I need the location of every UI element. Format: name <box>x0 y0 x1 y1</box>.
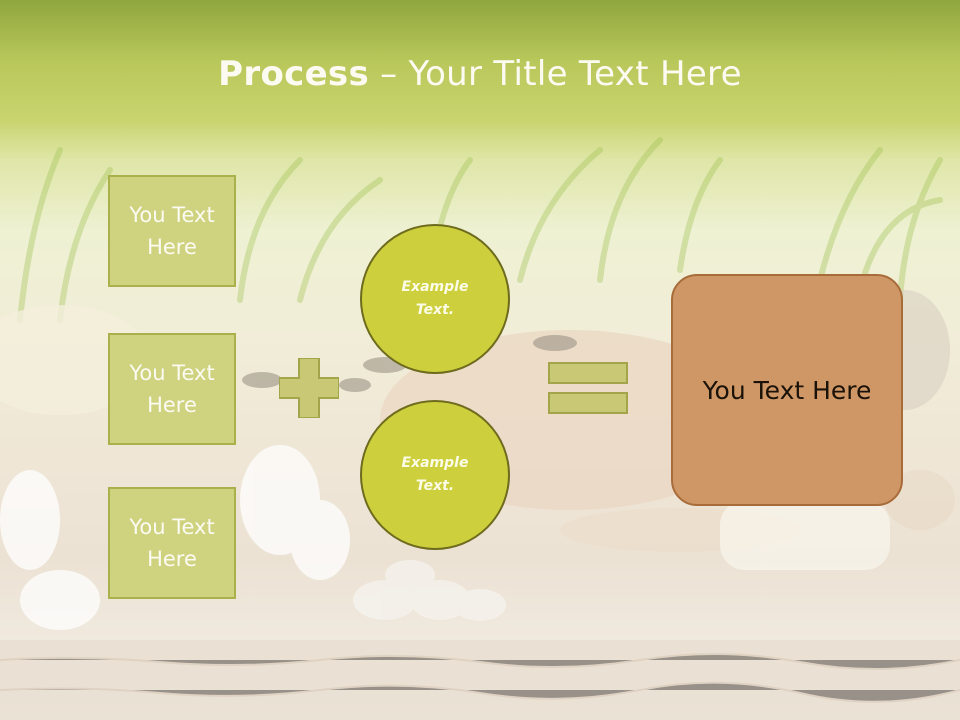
plus-icon <box>279 358 339 418</box>
equals-icon <box>548 362 628 414</box>
slide-title: Process – Your Title Text Here <box>0 54 960 94</box>
example-circle-1: Example Text. <box>360 224 510 374</box>
result-box: You Text Here <box>671 274 903 506</box>
text-box-1: You Text Here <box>108 175 236 287</box>
text-box-2: You Text Here <box>108 333 236 445</box>
title-rest: – Your Title Text Here <box>369 54 742 94</box>
title-bold: Process <box>218 54 370 94</box>
example-circle-2: Example Text. <box>360 400 510 550</box>
text-box-3: You Text Here <box>108 487 236 599</box>
